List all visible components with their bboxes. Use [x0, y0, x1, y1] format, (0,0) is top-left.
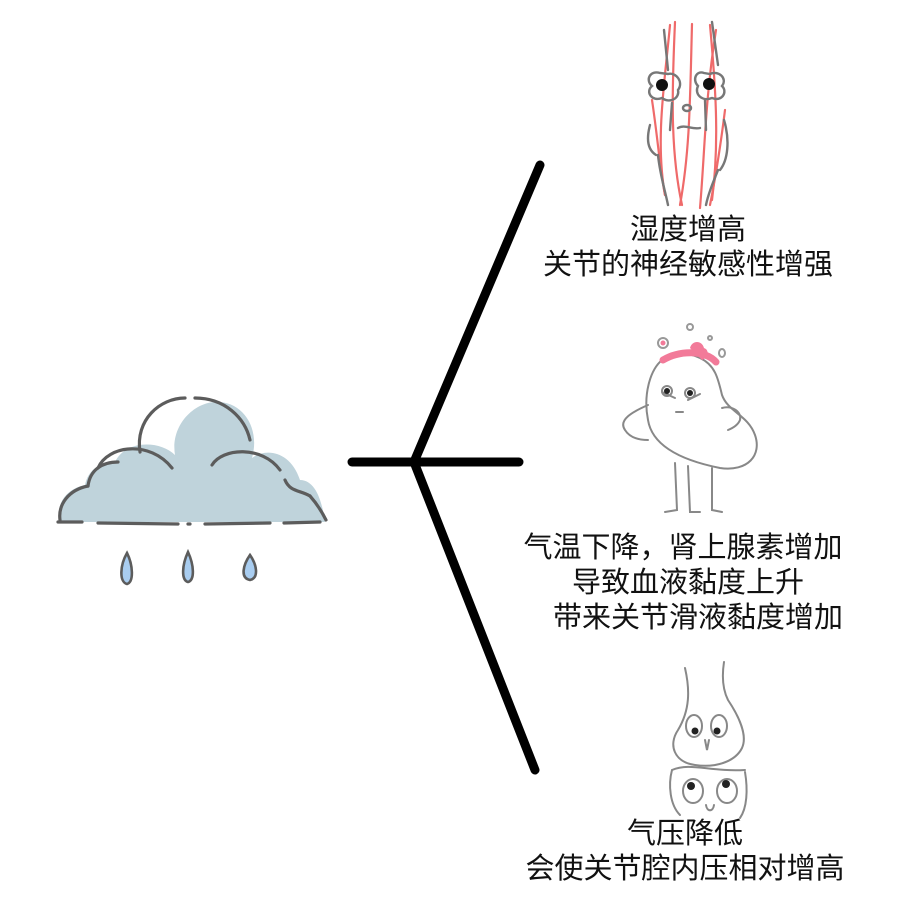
temperature-caption-line-3: 带来关节滑液黏度增加 — [552, 600, 843, 634]
pressure-caption-line-1: 气压降低 — [626, 816, 743, 850]
nerve-face-icon — [646, 20, 729, 210]
knee-joint-faces-icon — [669, 661, 748, 819]
raindrop-icon — [181, 548, 195, 584]
temperature-caption: 气温下降，肾上腺素增加 导致血液黏度上升 带来关节滑液黏度增加 — [498, 530, 868, 635]
pressure-caption-line-2: 会使关节腔内压相对增高 — [525, 851, 845, 885]
humidity-caption: 湿度增高 关节的神经敏感性增强 — [518, 212, 858, 282]
raindrop-icon — [242, 552, 258, 582]
pressure-caption: 气压降低 会使关节腔内压相对增高 — [500, 816, 870, 886]
upper-branch-line — [409, 160, 545, 467]
humidity-caption-line-2: 关节的神经敏感性增强 — [542, 247, 833, 281]
temperature-caption-line-1: 气温下降，肾上腺素增加 — [523, 530, 843, 564]
angry-kidney-icon — [622, 323, 758, 513]
branch-connectors — [347, 160, 545, 775]
raindrop-icon — [120, 550, 134, 586]
temperature-caption-line-2: 导致血液黏度上升 — [571, 565, 804, 599]
rain-cloud-icon — [56, 396, 328, 586]
lower-branch-line — [409, 457, 540, 775]
humidity-caption-line-1: 湿度增高 — [629, 212, 746, 246]
